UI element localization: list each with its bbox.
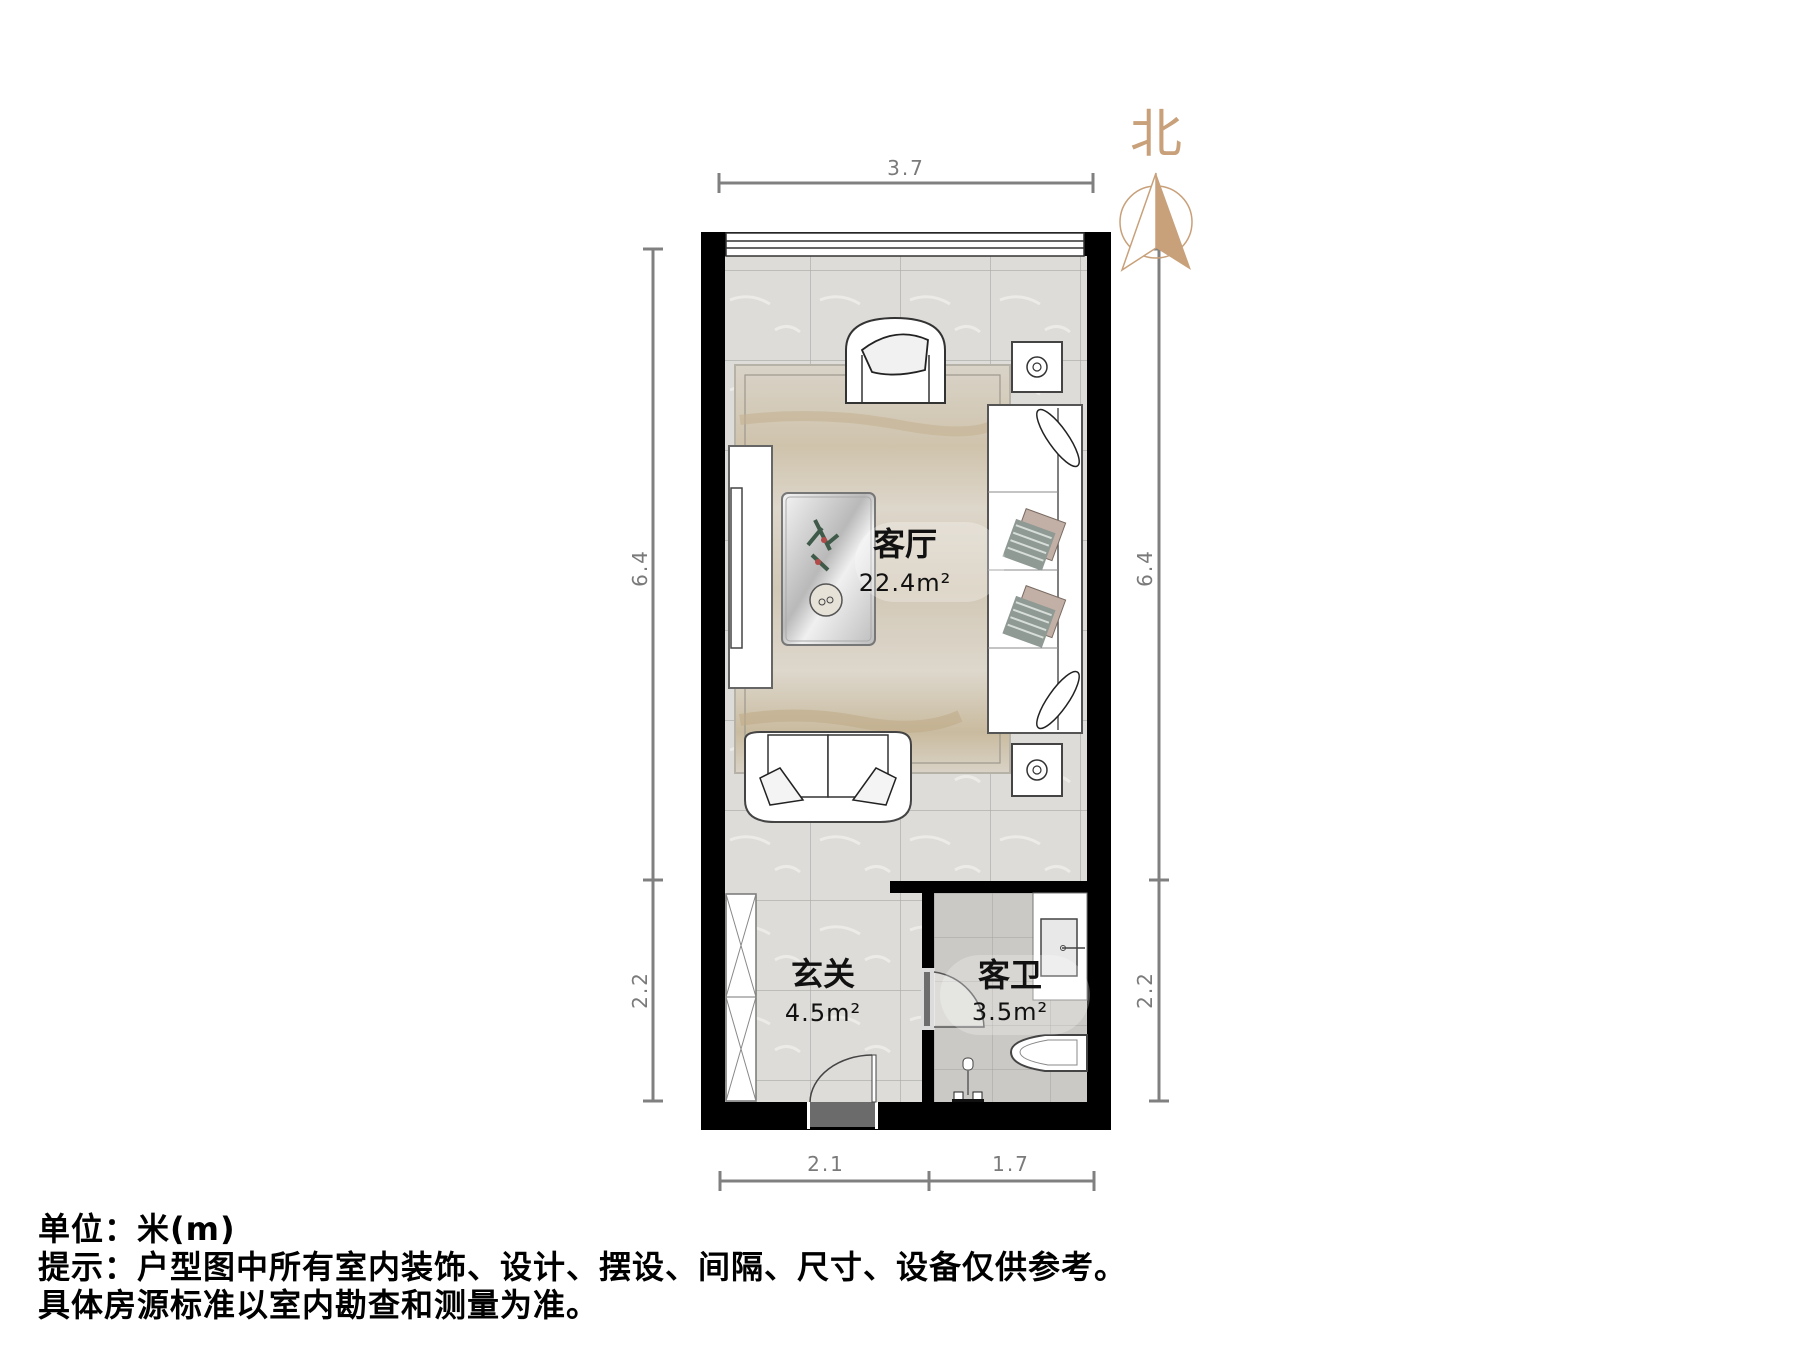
room-area: 22.4m²	[858, 569, 952, 597]
room-name: 客厅	[872, 525, 938, 563]
label-backdrop	[940, 955, 1090, 1035]
vanity	[1032, 892, 1088, 1001]
toilet	[1009, 1034, 1088, 1072]
dimension-top-width: 3.7	[887, 156, 925, 180]
dimension-left-lower: 2.2	[628, 971, 652, 1009]
label-backdrop	[855, 522, 1005, 602]
dimension-right-upper: 6.4	[1133, 549, 1157, 587]
unit-note: 单位：米(m)	[38, 1210, 236, 1248]
dimension-left-upper: 6.4	[628, 549, 652, 587]
window	[725, 232, 1085, 257]
sofa-right	[987, 404, 1083, 734]
room-area: 3.5m²	[971, 998, 1049, 1026]
coffee-table	[781, 492, 876, 646]
disclaimer-line-2: 具体房源标准以室内勘查和测量为准。	[38, 1286, 600, 1324]
bathroom-door	[921, 968, 985, 1030]
room-area: 4.5m²	[784, 999, 862, 1027]
room-name: 玄关	[790, 955, 856, 993]
shoe-cabinet	[725, 893, 757, 1102]
shower-fixture	[952, 1057, 984, 1102]
compass-icon	[1119, 172, 1193, 272]
side-table-top	[1011, 341, 1063, 393]
front-door	[807, 1054, 878, 1129]
room-name: 客卫	[977, 956, 1043, 994]
dimension-bottom-left: 2.1	[807, 1152, 845, 1176]
disclaimer-line-1: 提示：户型图中所有室内装饰、设计、摆设、间隔、尺寸、设备仅供参考。	[38, 1248, 1128, 1286]
armchair	[845, 316, 946, 404]
dimension-bottom-right: 1.7	[992, 1152, 1030, 1176]
tv-cabinet	[728, 445, 773, 689]
north-label: 北	[1130, 105, 1183, 165]
loveseat	[744, 731, 912, 823]
dimension-right-lower: 2.2	[1133, 971, 1157, 1009]
side-table-bottom	[1011, 743, 1063, 797]
